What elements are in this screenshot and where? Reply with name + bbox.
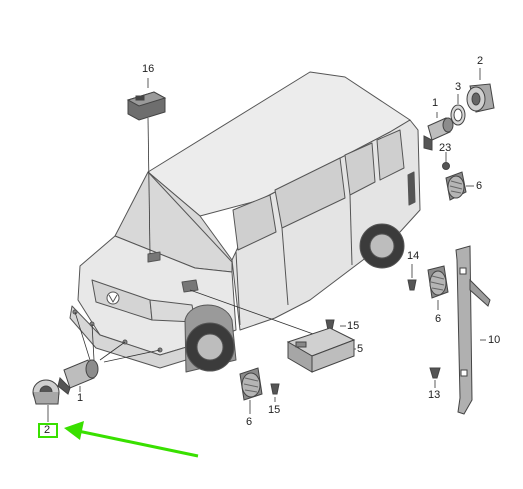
part-6-speaker-right xyxy=(445,171,467,201)
part-1-sensor-top xyxy=(423,117,454,151)
part-label-3: 3 xyxy=(455,81,462,93)
part-6-speaker-low xyxy=(239,367,263,401)
part-1-sensor-left xyxy=(57,359,99,395)
part-23-screw xyxy=(442,162,450,170)
part-label-13: 13 xyxy=(428,389,441,401)
part-label-15-a: 15 xyxy=(347,320,360,332)
part-6-speaker-mid xyxy=(427,265,449,299)
part-label-2-left: 2 xyxy=(44,424,51,436)
part-14-screw xyxy=(407,279,417,291)
part-label-23: 23 xyxy=(439,142,452,154)
part-5-control-module xyxy=(286,327,356,373)
highlight-box xyxy=(38,423,58,438)
part-label-14: 14 xyxy=(407,250,420,262)
part-label-15-b: 15 xyxy=(268,404,281,416)
highlight-arrow xyxy=(64,421,199,458)
part-label-1-top: 1 xyxy=(432,97,439,109)
leader-lines xyxy=(47,68,486,422)
part-label-10: 10 xyxy=(488,334,501,346)
part-label-16: 16 xyxy=(142,63,155,75)
van-illustration xyxy=(69,71,421,373)
part-2-holder-top xyxy=(466,83,495,113)
part-label-1-left: 1 xyxy=(77,392,84,404)
part-label-6-right: 6 xyxy=(476,180,483,192)
part-label-6-low: 6 xyxy=(246,416,253,428)
part-2-holder-left xyxy=(32,379,60,405)
part-label-6-mid: 6 xyxy=(435,313,442,325)
part-label-2-top: 2 xyxy=(477,55,484,67)
part-10-bracket xyxy=(455,245,491,415)
part-label-5: 5 xyxy=(357,343,364,355)
part-13-screw xyxy=(429,367,441,379)
part-15-screw-b xyxy=(270,383,280,395)
part-16-switch xyxy=(126,91,167,121)
part-3-ring xyxy=(450,104,466,126)
